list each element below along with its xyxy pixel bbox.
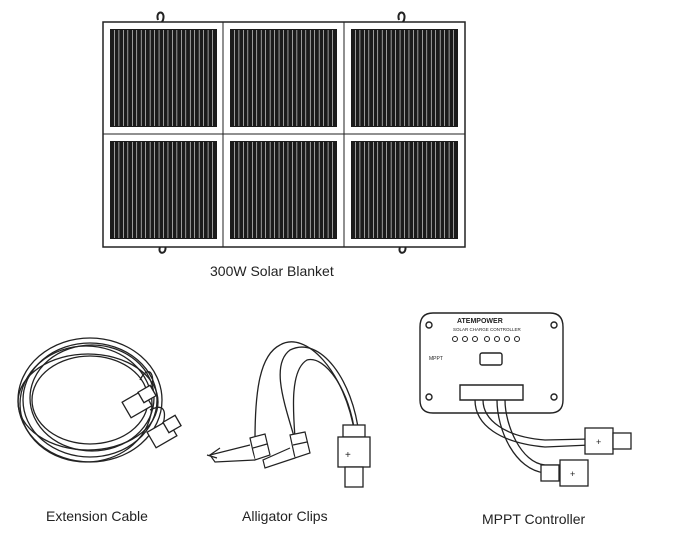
mppt-controller: ATEMPOWER SOLAR CHARGE CONTROLLER MPPT +… — [419, 312, 632, 487]
svg-text:+: + — [570, 469, 575, 479]
mppt-controller-label: MPPT Controller — [482, 511, 586, 527]
plus-icon: + — [345, 450, 351, 461]
solar-panel-6 — [351, 141, 458, 239]
controller-connector-1: + — [584, 427, 632, 455]
solar-blanket-label: 300W Solar Blanket — [210, 263, 334, 279]
solar-panel-5 — [230, 141, 337, 239]
alligator-connector: + — [337, 424, 371, 488]
controller-subtitle: SOLAR CHARGE CONTROLLER — [453, 327, 522, 332]
alligator-clip-red — [206, 433, 271, 463]
blanket-loop-top-right — [397, 11, 406, 25]
extension-connector-2 — [146, 414, 182, 449]
svg-text:+: + — [596, 437, 601, 447]
alligator-clips-label: Alligator Clips — [242, 508, 328, 524]
alligator-clip-black — [262, 431, 311, 469]
solar-panel-2 — [230, 29, 337, 127]
solar-blanket — [102, 11, 466, 254]
controller-model: MPPT — [429, 356, 443, 362]
controller-connector-2: + — [540, 459, 589, 487]
solar-panel-1 — [110, 29, 217, 127]
extension-cable-label: Extension Cable — [46, 508, 148, 524]
blanket-loop-top-left — [156, 11, 165, 25]
solar-panel-3 — [351, 29, 458, 127]
controller-brand: ATEMPOWER — [457, 318, 503, 325]
solar-panel-4 — [110, 141, 217, 239]
extension-connector-1 — [121, 384, 157, 419]
extension-cable — [17, 337, 182, 463]
alligator-clips: + — [206, 341, 371, 488]
